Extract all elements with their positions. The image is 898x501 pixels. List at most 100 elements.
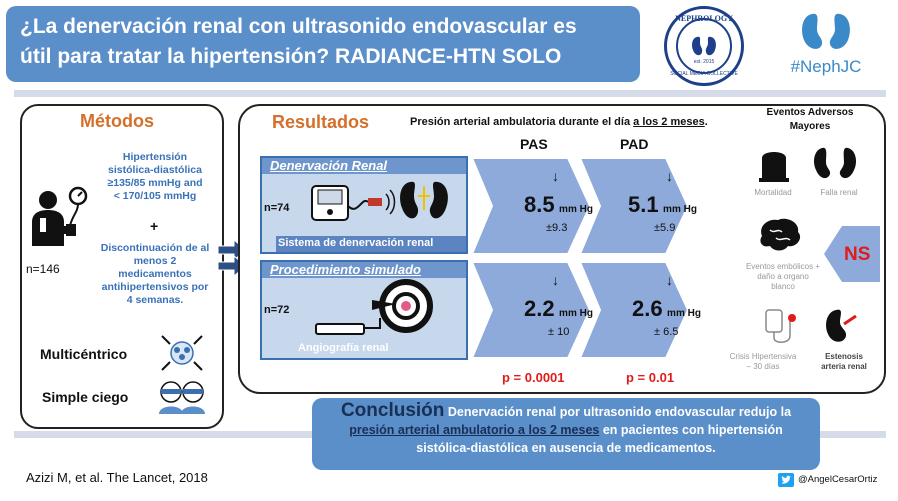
adverse-title-1: Eventos Adversos	[766, 107, 854, 118]
criteria-hypertension: Hipertensión sistólica-diastólica ≥135/8…	[94, 151, 216, 203]
results-header: Presión arterial ambulatoria durante el …	[410, 116, 708, 128]
renal-failure-label: Falla renal	[820, 188, 858, 197]
n-total: n=146	[26, 262, 60, 276]
brain-icon	[760, 218, 801, 251]
tombstone-icon	[759, 152, 789, 182]
stenosis-line: arteria renal	[821, 362, 867, 371]
conclusion-line-2: presión arterial ambulatorio a los 2 mes…	[322, 421, 810, 439]
top-divider	[14, 90, 886, 97]
g2-pas-value-row: 2.2 mm Hg	[524, 296, 593, 322]
group1-sublabel: Sistema de denervación renal	[278, 237, 434, 249]
p-value-pad: p = 0.01	[626, 370, 675, 385]
group2-sublabel: Angiografía renal	[298, 342, 389, 354]
g2-pas-arrow: ↓	[552, 272, 559, 288]
g1-pas-value-row: 8.5 mm Hg	[524, 192, 593, 218]
criteria-2-line: Discontinuación de al	[100, 242, 210, 254]
g1-pas-arrow: ↓	[552, 168, 559, 184]
group1-sublabel-bg	[276, 236, 466, 252]
twitter-icon	[778, 473, 794, 487]
crisis-line: – 30 días	[746, 362, 780, 371]
title-line-1: ¿La denervación renal con ultrasonido en…	[20, 15, 577, 38]
criteria-1-line: sistólica-diastólica	[108, 164, 202, 176]
multicentric-label: Multicéntrico	[40, 346, 128, 362]
nephjc-hashtag: #NephJC	[790, 57, 862, 76]
g2-pad-sd: ± 6.5	[654, 326, 679, 338]
nephjc-kidney-icon	[802, 13, 850, 49]
conclusion-text-1: Denervación renal por ultrasonido endova…	[444, 405, 792, 419]
conclusion-line-3: sistólica-diastólica en ausencia de medi…	[416, 441, 716, 455]
g2-pas-value: 2.2	[524, 296, 555, 321]
crisis-line: Crisis Hipertensiva	[729, 352, 797, 361]
seal-kidney-icon	[692, 36, 716, 56]
conclusion-line-1: Conclusión Denervación renal por ultraso…	[322, 400, 810, 421]
g1-pad-value-row: 5.1 mm Hg	[628, 192, 697, 218]
criteria-1-line: Hipertensión	[122, 151, 188, 163]
twitter-handle: @AngelCesarOrtiz	[798, 474, 878, 485]
iv-bag-icon	[765, 309, 796, 343]
embolic-line: Eventos embólicos +	[745, 262, 821, 271]
g1-pas-unit: mm Hg	[559, 204, 593, 215]
embolic-label: Eventos embólicos + daño a organo blanco	[728, 262, 838, 292]
renal-stenosis-icon	[826, 309, 857, 342]
group2-n: n=72	[264, 304, 290, 316]
criteria-2-line: 4 semanas.	[126, 294, 184, 306]
g1-pad-arrow: ↓	[666, 168, 673, 184]
g2-pas-sd: ± 10	[548, 326, 570, 338]
criteria-2-line: antihipertensivos por	[101, 281, 209, 293]
criteria-2-line: medicamentos	[118, 268, 192, 280]
blood-pressure-patient-icon	[32, 186, 88, 246]
ns-text: NS	[844, 244, 871, 265]
stenosis-label: Estenosis arteria renal	[808, 352, 880, 372]
criteria-plus: +	[150, 218, 159, 234]
stenosis-line: Estenosis	[825, 352, 863, 361]
group1-label: Denervación Renal	[270, 158, 388, 173]
g1-pad-value: 5.1	[628, 192, 659, 217]
criteria-discontinuation: Discontinuación de al menos 2 medicament…	[94, 242, 216, 307]
group1-title-bg	[262, 158, 466, 174]
conclusion-box: Conclusión Denervación renal por ultraso…	[312, 398, 820, 470]
angiography-device-icon	[315, 279, 433, 335]
adverse-title: Eventos Adversos Mayores	[740, 106, 880, 134]
p-value-pas: p = 0.0001	[502, 370, 565, 385]
criteria-1-line: ≥135/85 mmHg and	[107, 177, 203, 189]
nephrology-seal-logo: NEPHROLOGY est. 2015 SOCIAL MEDIA COLLEC…	[664, 6, 744, 86]
embolic-line: blanco	[771, 282, 795, 291]
g2-pad-arrow: ↓	[666, 272, 673, 288]
g2-pad-value: 2.6	[632, 296, 663, 321]
g1-pas-value: 8.5	[524, 192, 555, 217]
methods-panel	[20, 104, 224, 429]
g2-pad-unit: mm Hg	[667, 308, 701, 319]
g2-pas-unit: mm Hg	[559, 308, 593, 319]
title-banner: ¿La denervación renal con ultrasonido en…	[6, 6, 640, 82]
group2-label: Procedimiento simulado	[270, 262, 421, 277]
results-title: Resultados	[272, 112, 370, 132]
multicenter-icon	[161, 335, 203, 371]
g1-pas-sd: ±9.3	[546, 222, 568, 234]
g2-pad-value-row: 2.6 mm Hg	[632, 296, 701, 322]
single-blind-label: Simple ciego	[42, 389, 129, 405]
renal-failure-kidney-icon	[814, 147, 856, 179]
col-pas: PAS	[520, 136, 548, 152]
crisis-label: Crisis Hipertensiva – 30 días	[716, 352, 810, 372]
blindfold-people-icon	[159, 381, 205, 414]
col-pad: PAD	[620, 136, 649, 152]
adverse-title-2: Mayores	[789, 121, 831, 132]
methods-title: Métodos	[80, 111, 154, 131]
embolic-line: daño a organo	[757, 272, 809, 281]
criteria-2-line: menos 2	[133, 255, 177, 267]
group1-n: n=74	[264, 202, 290, 214]
conclusion-underlined: presión arterial ambulatorio a los 2 mes…	[349, 423, 600, 437]
results-header-pre: Presión arterial ambulatoria durante el …	[410, 116, 634, 128]
ultrasound-device-icon	[311, 181, 448, 221]
group2-title-bg	[262, 262, 466, 278]
seal-year: est. 2015	[693, 59, 715, 65]
seal-bottom-text: SOCIAL MEDIA COLLECTIVE	[670, 71, 738, 77]
g1-pad-sd: ±5.9	[654, 222, 676, 234]
results-header-underlined: a los 2 meses	[633, 116, 705, 128]
conclusion-heading: Conclusión	[340, 400, 445, 421]
criteria-1-line: < 170/105 mmHg	[113, 190, 197, 202]
value-arrows	[470, 157, 690, 359]
ns-arrow	[824, 226, 880, 282]
results-header-post: .	[704, 116, 708, 128]
conclusion-text-2: en pacientes con hipertensión	[599, 423, 783, 437]
